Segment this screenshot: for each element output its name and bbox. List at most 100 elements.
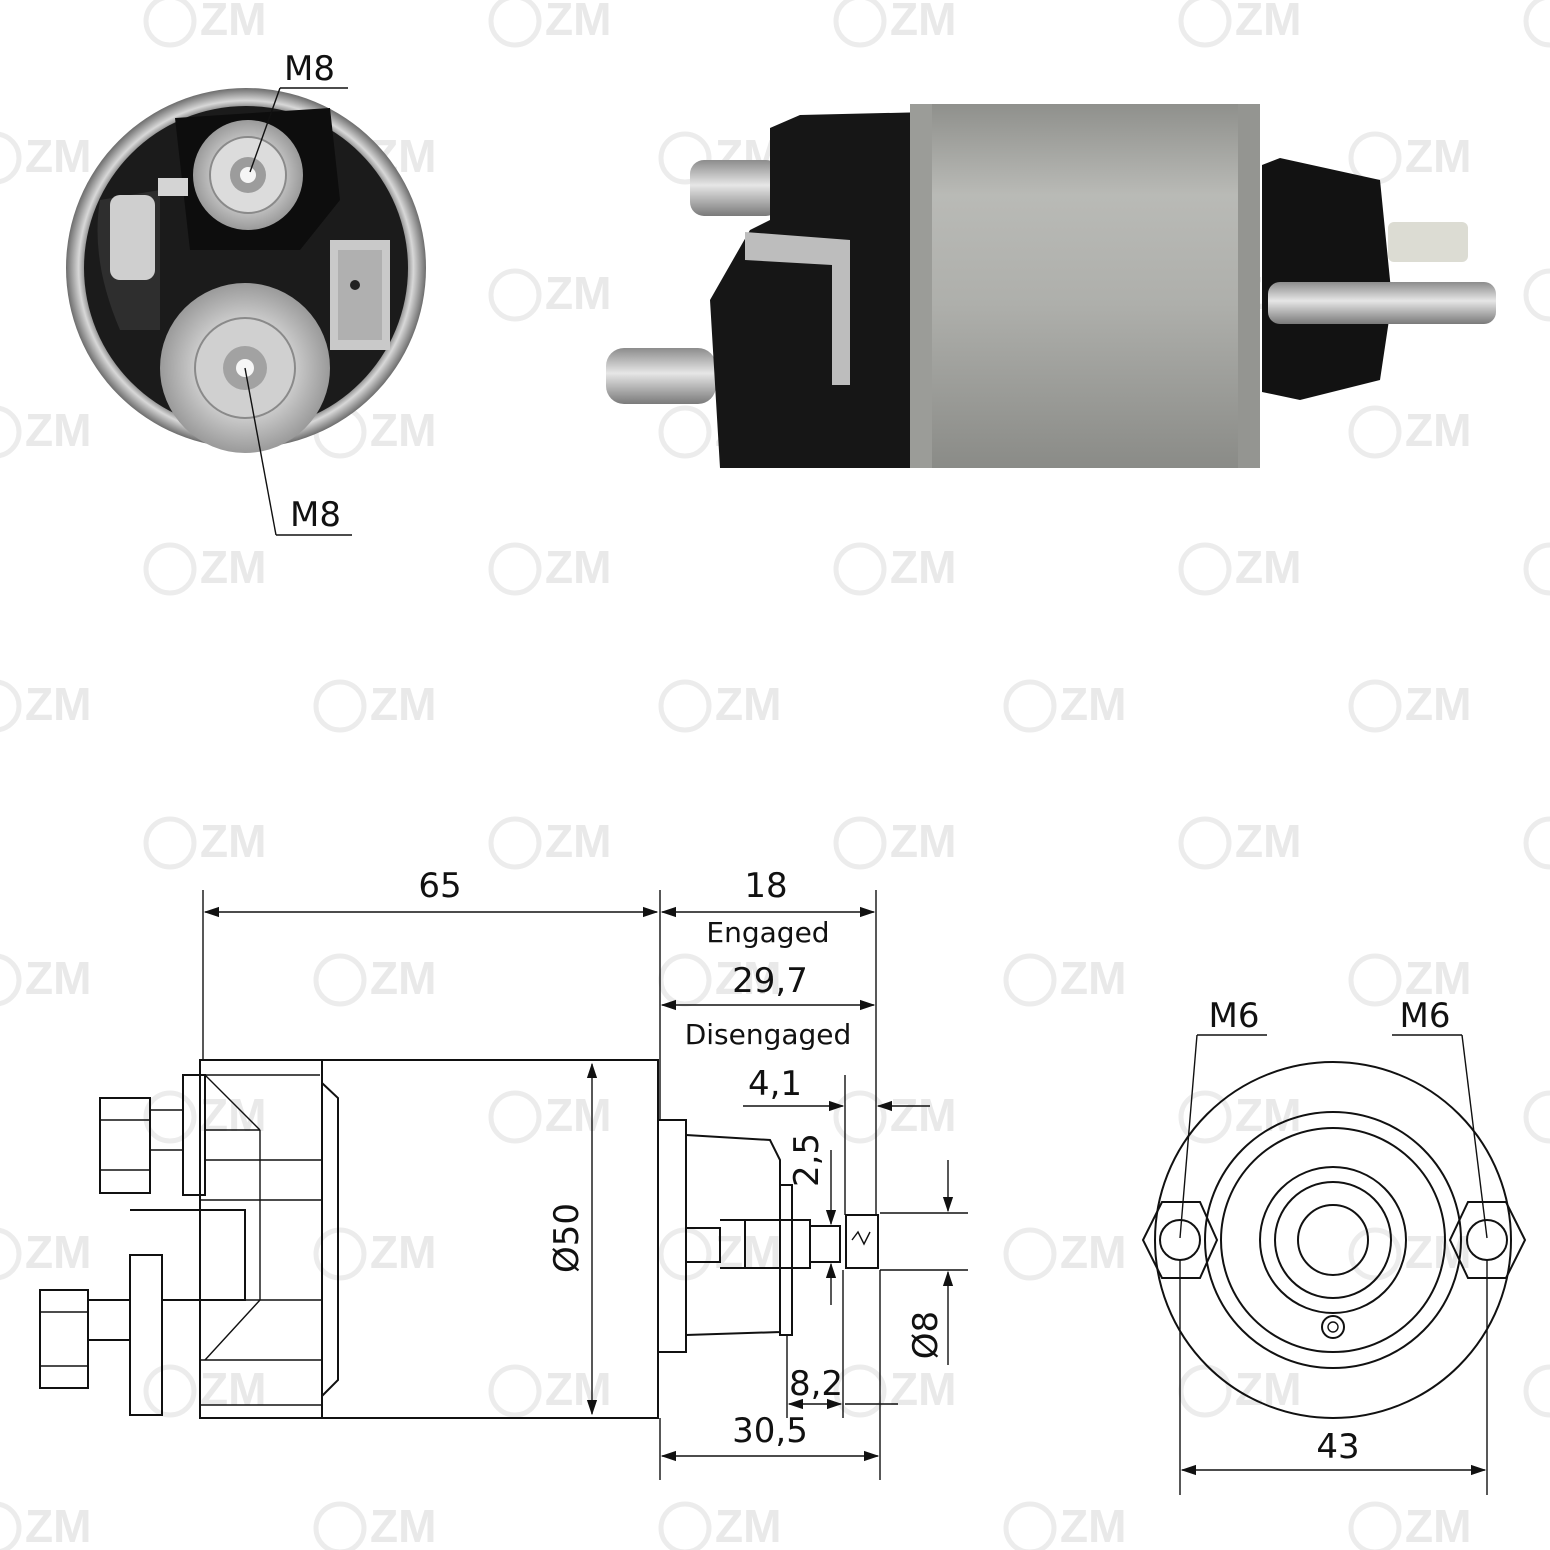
watermark-text: ZM xyxy=(200,0,266,45)
watermark-logo-icon xyxy=(143,1090,197,1144)
watermark-text: ZM xyxy=(715,1226,781,1278)
dim-2-5: 2,5 xyxy=(787,1133,827,1187)
watermark-logo-icon xyxy=(0,953,22,1007)
watermark-text: ZM xyxy=(1405,130,1471,182)
watermark-text: ZM xyxy=(1405,678,1471,730)
watermark-logo-icon xyxy=(488,1090,542,1144)
watermark-logo-icon xyxy=(313,953,367,1007)
end-drawing xyxy=(1141,1061,1527,1419)
watermark-logo-icon xyxy=(1003,953,1057,1007)
watermark-logo-icon xyxy=(658,131,712,185)
watermark-text: ZM xyxy=(890,0,956,45)
watermark-text: ZM xyxy=(545,267,611,319)
watermark-text: ZM xyxy=(545,1363,611,1415)
watermark-logo-icon xyxy=(1523,542,1550,596)
watermark-logo-icon xyxy=(0,679,22,733)
watermark-logo-icon xyxy=(488,0,542,48)
watermark-logo-icon xyxy=(658,1501,712,1550)
watermark-text: ZM xyxy=(715,678,781,730)
watermark-text: ZM xyxy=(25,130,91,182)
watermark-text: ZM xyxy=(1060,1500,1126,1550)
watermark-logo-icon xyxy=(488,268,542,322)
watermark-logo-icon xyxy=(658,679,712,733)
watermark-logo-icon xyxy=(1348,1227,1402,1281)
side-drawing xyxy=(39,1059,879,1419)
watermark-text: ZM xyxy=(545,1089,611,1141)
watermark-logo-icon xyxy=(143,542,197,596)
watermark-logo-icon xyxy=(1523,0,1550,48)
dim-diameter-8: Ø8 xyxy=(906,1311,946,1359)
watermark-text: ZM xyxy=(890,541,956,593)
dim-4-1: 4,1 xyxy=(748,1064,802,1104)
watermark-text: ZM xyxy=(890,815,956,867)
watermark-text: ZM xyxy=(200,815,266,867)
watermark-logo-icon xyxy=(313,1501,367,1550)
watermark-text: ZM xyxy=(1235,1363,1301,1415)
watermark-logo-icon xyxy=(143,816,197,870)
watermark-text: ZM xyxy=(25,952,91,1004)
watermark-logo-icon xyxy=(1523,1090,1550,1144)
watermark-text: ZM xyxy=(200,541,266,593)
watermark-logo-icon xyxy=(833,542,887,596)
watermark-text: ZM xyxy=(25,1500,91,1550)
watermark-logo-icon xyxy=(1178,0,1232,48)
dim-18: 18 xyxy=(744,866,787,906)
dim-43: 43 xyxy=(1316,1427,1359,1467)
watermark-logo-icon xyxy=(0,131,22,185)
watermark-logo-icon xyxy=(1003,1501,1057,1550)
dim-30-5: 30,5 xyxy=(732,1411,808,1451)
watermark-logo-icon xyxy=(1003,1227,1057,1281)
watermark-text: ZM xyxy=(1060,678,1126,730)
watermark-logo-icon xyxy=(1348,131,1402,185)
watermark-text: ZM xyxy=(545,0,611,45)
watermark-logo-icon xyxy=(833,0,887,48)
watermark-text: ZM xyxy=(890,1089,956,1141)
side-view-photo xyxy=(606,104,1496,468)
watermark-logo-icon xyxy=(1348,679,1402,733)
watermark-text: ZM xyxy=(25,404,91,456)
watermark-text: ZM xyxy=(1405,952,1471,1004)
watermark-logo-icon xyxy=(143,1364,197,1418)
watermark-text: ZM xyxy=(25,678,91,730)
watermark-logo-icon xyxy=(833,816,887,870)
watermark-text: ZM xyxy=(200,1089,266,1141)
watermark-text: ZM xyxy=(890,1363,956,1415)
watermark-text: ZM xyxy=(715,1500,781,1550)
watermark-text: ZM xyxy=(370,952,436,1004)
watermark-logo-icon xyxy=(1178,542,1232,596)
dim-diameter-50: Ø50 xyxy=(547,1203,587,1273)
watermark-logo-icon xyxy=(143,0,197,48)
watermark-logo-icon xyxy=(833,1364,887,1418)
end-drawing-dimensions: M6 M6 43 xyxy=(1179,996,1488,1495)
watermark-text: ZM xyxy=(1060,1226,1126,1278)
watermark-text: ZM xyxy=(715,952,781,1004)
watermark-logo-icon xyxy=(488,816,542,870)
watermark-text: ZM xyxy=(1060,952,1126,1004)
watermark-logo-icon xyxy=(488,1364,542,1418)
watermark-text: ZM xyxy=(370,1226,436,1278)
dim-65: 65 xyxy=(418,866,461,906)
watermark-logo-icon xyxy=(0,405,22,459)
thread-label-top: M8 xyxy=(284,49,335,89)
label-disengaged: Disengaged xyxy=(685,1018,852,1051)
watermark-logo-icon xyxy=(1348,1501,1402,1550)
watermark-text: ZM xyxy=(25,1226,91,1278)
watermark-logo-icon xyxy=(1003,679,1057,733)
watermark-logo-icon xyxy=(313,679,367,733)
watermark-text: ZM xyxy=(1405,404,1471,456)
label-engaged: Engaged xyxy=(706,916,829,949)
watermark-text: ZM xyxy=(1235,815,1301,867)
watermark-text: ZM xyxy=(370,678,436,730)
watermark-text: ZM xyxy=(370,1500,436,1550)
watermark-logo-icon xyxy=(1523,816,1550,870)
end-view-photo xyxy=(66,88,426,453)
watermark-text: ZM xyxy=(1235,0,1301,45)
watermark-logo-icon xyxy=(313,1227,367,1281)
thread-label-bottom: M8 xyxy=(290,495,341,535)
thread-label-m6-right: M6 xyxy=(1400,996,1451,1036)
watermark-logo-icon xyxy=(0,1501,22,1550)
watermark-text: ZM xyxy=(545,815,611,867)
watermark-logo-icon xyxy=(1523,268,1550,322)
watermark-logo-icon xyxy=(1523,1364,1550,1418)
